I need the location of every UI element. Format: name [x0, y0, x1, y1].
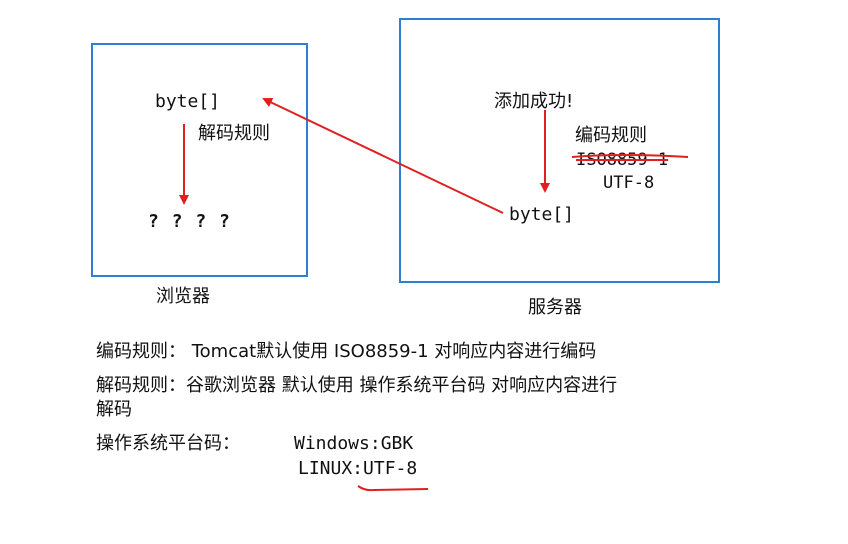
- linux-charset: LINUX:UTF-8: [298, 458, 418, 479]
- server-byte-array-label: byte[]: [509, 204, 575, 225]
- garbled-text: ? ? ? ?: [148, 211, 231, 232]
- browser-box: [91, 43, 308, 277]
- windows-charset: Windows:GBK: [294, 433, 414, 454]
- old-charset-iso8859-1: ISO8859-1: [576, 150, 669, 170]
- server-encode-rule-label: 编码规则: [575, 125, 647, 146]
- encode-rule-note: 编码规则： Tomcat默认使用 ISO8859-1 对响应内容进行编码: [96, 341, 597, 362]
- os-charset-label: 操作系统平台码：: [96, 433, 240, 454]
- new-charset-utf-8: UTF-8: [603, 173, 655, 193]
- browser-caption: 浏览器: [156, 286, 210, 307]
- browser-byte-array-label: byte[]: [155, 91, 221, 112]
- decode-rule-note-line1: 解码规则：谷歌浏览器 默认使用 操作系统平台码 对响应内容进行: [96, 375, 618, 396]
- server-box: [399, 18, 720, 283]
- decode-rule-note-line2: 解码: [96, 399, 132, 420]
- server-caption: 服务器: [528, 297, 582, 318]
- linux-underline: [357, 485, 429, 492]
- server-success-message: 添加成功!: [494, 91, 574, 112]
- browser-decode-rule-label: 解码规则: [198, 123, 270, 144]
